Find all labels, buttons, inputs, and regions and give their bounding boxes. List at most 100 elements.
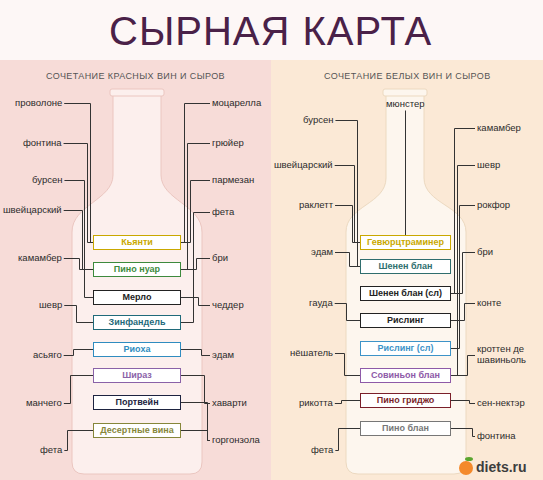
cheese-label: камамбер bbox=[475, 123, 523, 134]
wine-box: Рислинг bbox=[360, 313, 451, 328]
cheese-label: бри bbox=[210, 253, 230, 264]
pairing-line bbox=[181, 350, 210, 356]
pairing-line bbox=[181, 181, 210, 243]
pairing-line bbox=[451, 356, 475, 376]
node-text: Мерло bbox=[123, 292, 152, 302]
cheese-label: фонтина bbox=[475, 431, 518, 442]
pairing-line bbox=[451, 206, 475, 349]
cheese-label: эдам bbox=[309, 247, 335, 258]
pairing-line bbox=[451, 429, 475, 437]
cheese-label: раклетт bbox=[297, 200, 335, 211]
pairing-line bbox=[64, 104, 93, 243]
cheese-label: асьяго bbox=[31, 350, 64, 361]
pairing-line bbox=[181, 259, 210, 270]
node-text: Кьянти bbox=[121, 237, 153, 247]
pairing-line bbox=[64, 211, 93, 270]
node-text: мюнстер bbox=[386, 98, 424, 109]
cheese-label: шевр bbox=[37, 300, 64, 311]
wine-box: Гевюрцтраминер bbox=[360, 235, 451, 250]
node-text: манчего bbox=[26, 397, 62, 408]
node-text: рокфор bbox=[477, 199, 510, 210]
section-heading: СОЧЕТАНИЕ БЕЛЫХ ВИН И СЫРОВ bbox=[324, 71, 491, 82]
title-band bbox=[0, 0, 543, 60]
wine-box: Зинфандель bbox=[93, 315, 181, 330]
node-text: фонтина bbox=[477, 430, 516, 441]
node-text: шевр bbox=[477, 159, 500, 170]
cheese-label: эдам bbox=[210, 350, 236, 361]
cheese-label: бри bbox=[475, 247, 495, 258]
pairing-line bbox=[64, 259, 93, 270]
cheese-label: фонтина bbox=[21, 138, 64, 149]
pairing-line bbox=[451, 166, 475, 376]
wine-box: Шенен блан bbox=[360, 259, 451, 274]
wine-box: Шенен блан (сл) bbox=[360, 286, 451, 301]
node-text: Шенен блан (сл) bbox=[369, 288, 442, 298]
node-text: бри bbox=[477, 246, 493, 257]
node-text: фета bbox=[40, 444, 62, 455]
cheese-label: бурсен bbox=[301, 115, 335, 126]
node-text: грюйер bbox=[212, 137, 244, 148]
cheese-label: грюйер bbox=[210, 138, 246, 149]
node-text: конте bbox=[477, 297, 501, 308]
wine-box: Мерло bbox=[93, 290, 181, 305]
node-text: швейцарский bbox=[3, 204, 62, 215]
wine-box: Пино блан bbox=[360, 421, 451, 436]
wine-box: Риоха bbox=[93, 342, 181, 357]
node-text: фета bbox=[311, 444, 333, 455]
cheese-label: фета bbox=[309, 445, 335, 456]
pairing-line bbox=[181, 298, 210, 306]
bottle-lip bbox=[383, 89, 427, 96]
pairing-line bbox=[451, 129, 475, 294]
pairing-line bbox=[451, 304, 475, 321]
node-text: Зинфандель bbox=[109, 317, 166, 327]
pairing-line bbox=[335, 354, 360, 376]
cheese-label: фета bbox=[210, 207, 236, 218]
node-text: бурсен bbox=[303, 114, 333, 125]
pairing-line bbox=[405, 111, 406, 236]
bottle-lip bbox=[110, 89, 164, 96]
node-text: эдам bbox=[212, 349, 234, 360]
node-text: рикотта bbox=[299, 397, 333, 408]
wine-box: Рислинг (сл) bbox=[360, 341, 451, 356]
pairing-line bbox=[451, 401, 475, 404]
node-text: нёшатель bbox=[290, 347, 333, 358]
pairing-line bbox=[64, 181, 93, 298]
cheese-label: конте bbox=[475, 298, 503, 309]
node-text: моцарелла bbox=[212, 97, 261, 108]
cheese-label: швейцарский bbox=[272, 160, 335, 171]
wine-box: Шираз bbox=[93, 368, 181, 383]
cheese-label: шевр bbox=[475, 160, 502, 171]
cheese-label: чеддер bbox=[210, 300, 246, 311]
node-text: асьяго bbox=[33, 349, 62, 360]
node-text: Пино нуар bbox=[114, 264, 160, 274]
cheese-label: хаварти bbox=[210, 398, 249, 409]
node-text: камамбер bbox=[477, 122, 521, 133]
watermark: diets.ru bbox=[476, 459, 527, 476]
node-text: бри bbox=[212, 252, 228, 263]
red-wine-bottle bbox=[72, 92, 202, 474]
pairing-line bbox=[335, 166, 360, 243]
node-text: гауда bbox=[309, 297, 333, 308]
cheese-label: камамбер bbox=[16, 253, 64, 264]
node-text: швейцарский bbox=[274, 159, 333, 170]
node-text: бурсен bbox=[32, 174, 62, 185]
node-text: Шираз bbox=[122, 370, 152, 380]
pairing-line bbox=[64, 306, 93, 323]
node-text: Десертные вина bbox=[100, 425, 173, 435]
cheese-label: горгонзола bbox=[210, 435, 262, 446]
node-text: кроттен де шавиньоль bbox=[477, 343, 526, 365]
node-text: Риоха bbox=[124, 344, 151, 354]
red-panel bbox=[0, 60, 271, 480]
node-text: Совиньон блан bbox=[371, 370, 440, 380]
node-text: раклетт bbox=[299, 199, 333, 210]
watermark-peach bbox=[459, 461, 473, 475]
cheese-label: моцарелла bbox=[210, 98, 263, 109]
cheese-label: нёшатель bbox=[288, 348, 335, 359]
cheese-label: рокфор bbox=[475, 200, 512, 211]
node-text: хаварти bbox=[212, 397, 247, 408]
pairing-line bbox=[335, 121, 360, 267]
cheese-label: манчего bbox=[24, 398, 64, 409]
node-text: чеддер bbox=[212, 299, 244, 310]
pairing-line bbox=[181, 104, 210, 243]
pairing-line bbox=[451, 253, 475, 294]
